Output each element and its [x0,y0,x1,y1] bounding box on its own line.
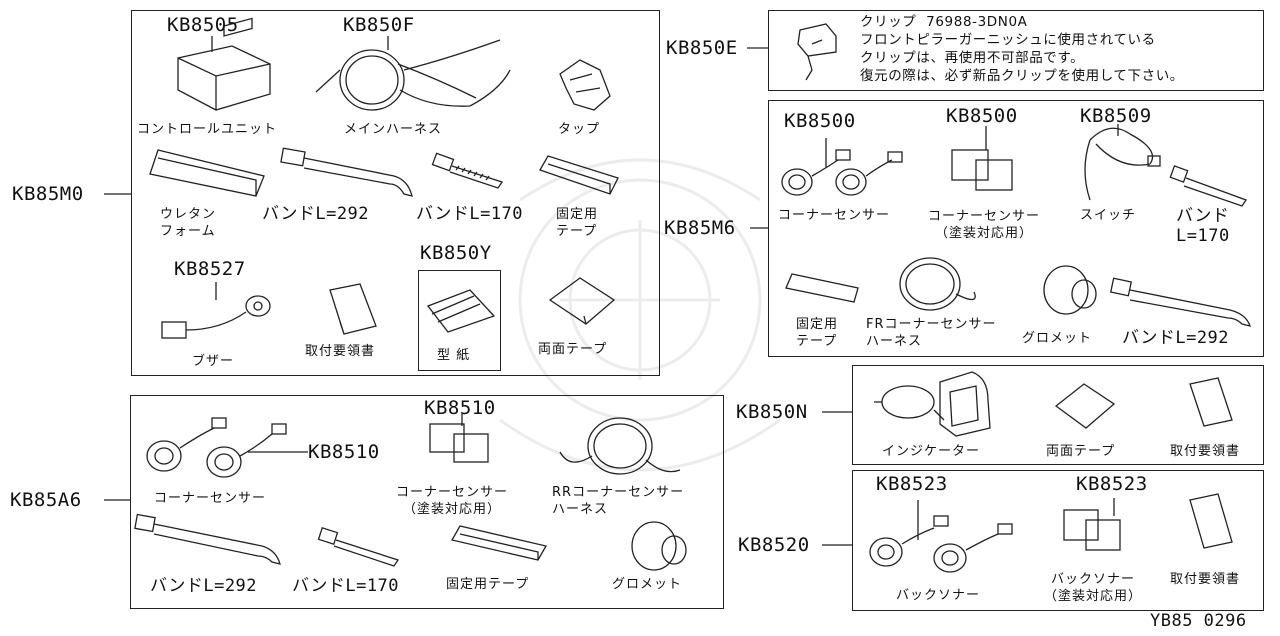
part-label-manual-8520: 取付要領書 [1170,572,1241,587]
part-label-buzzer: ブザー [192,354,235,369]
part-label-urethane-foam: ウレタン フォーム [160,207,217,239]
part-label-grommet-a6: グロメット [612,577,683,592]
clip-note: クリップ 76988-3DN0A フロントピラーガーニッシュに使用されている ク… [860,14,1184,84]
group-label-kb850e: KB850E [666,37,738,59]
part-label-fixing-tape-m6: 固定用 テープ [796,317,839,349]
part-label-band-170: バンドL=170 [416,204,524,224]
part-label-double-tape: 両面テープ [538,342,608,357]
part-label-band-170-m6: バンド L=170 [1176,206,1230,246]
group-label-kb8520: KB8520 [738,534,810,556]
part-code-corner-sensor-m6: KB8500 [784,110,856,132]
part-label-fixing-tape: 固定用 テープ [556,207,599,239]
part-label-manual: 取付要領書 [305,344,376,359]
part-code-back-sonar: KB8523 [876,473,948,495]
part-label-indicator: インジケーター [882,444,981,459]
drawing-id: YB85 0296 [1150,611,1247,631]
group-label-kb850n: KB850N [736,401,808,423]
part-code-corner-sensor-painted-m6: KB8500 [946,105,1018,127]
part-code-template: KB850Y [420,242,492,264]
group-box-kb85a6 [130,395,724,609]
part-label-grommet-m6: グロメット [1022,331,1093,346]
group-box-kb850n [852,365,1264,465]
part-code-main-harness: KB850F [343,14,415,36]
group-label-kb85m0: KB85M0 [12,183,84,205]
group-box-kb850e [768,10,1264,91]
part-label-main-harness: メインハーネス [344,122,443,137]
part-label-band-170-a6: バンドL=170 [292,576,400,596]
group-box-kb85m6 [768,100,1264,357]
part-label-band-292-m6: バンドL=292 [1122,328,1230,348]
group-box-template [418,270,501,371]
part-label-band-292: バンドL=292 [262,204,370,224]
part-label-switch: スイッチ [1080,208,1137,223]
part-label-tap: タップ [558,122,601,137]
part-code-corner-sensor-a6: KB8510 [308,441,380,463]
part-code-switch: KB8509 [1080,105,1152,127]
part-code-control-unit: KB8505 [167,14,239,36]
part-label-fr-harness: FRコーナーセンサー ハーネス [866,317,997,349]
part-label-rr-harness: RRコーナーセンサー ハーネス [552,485,685,517]
part-label-corner-sensor-painted-m6: コーナーセンサー （塗装対応用） [928,209,1041,241]
part-label-band-292-a6: バンドL=292 [150,576,258,596]
part-label-control-unit: コントロールユニット [137,122,278,137]
group-label-kb85a6: KB85A6 [10,489,82,511]
part-label-corner-sensor-painted-a6: コーナーセンサー （塗装対応用） [396,485,509,517]
part-label-fixing-tape-a6: 固定用テープ [446,577,530,592]
part-label-manual-n: 取付要領書 [1170,444,1241,459]
part-label-corner-sensor-a6: コーナーセンサー [154,491,267,506]
part-label-back-sonar: バックソナー [896,588,981,603]
part-label-back-sonar-painted: バックソナー （塗装対応用） [1044,572,1143,604]
part-code-corner-sensor-painted-a6: KB8510 [424,397,496,419]
part-code-buzzer: KB8527 [174,258,246,280]
part-code-back-sonar-painted: KB8523 [1076,473,1148,495]
part-label-corner-sensor-m6: コーナーセンサー [778,208,891,223]
group-box-kb8520 [852,470,1264,611]
group-box-kb85m0 [131,10,660,376]
part-label-double-tape-n: 両面テープ [1046,444,1116,459]
part-label-template: 型 紙 [437,348,471,363]
group-label-kb85m6: KB85M6 [664,217,736,239]
